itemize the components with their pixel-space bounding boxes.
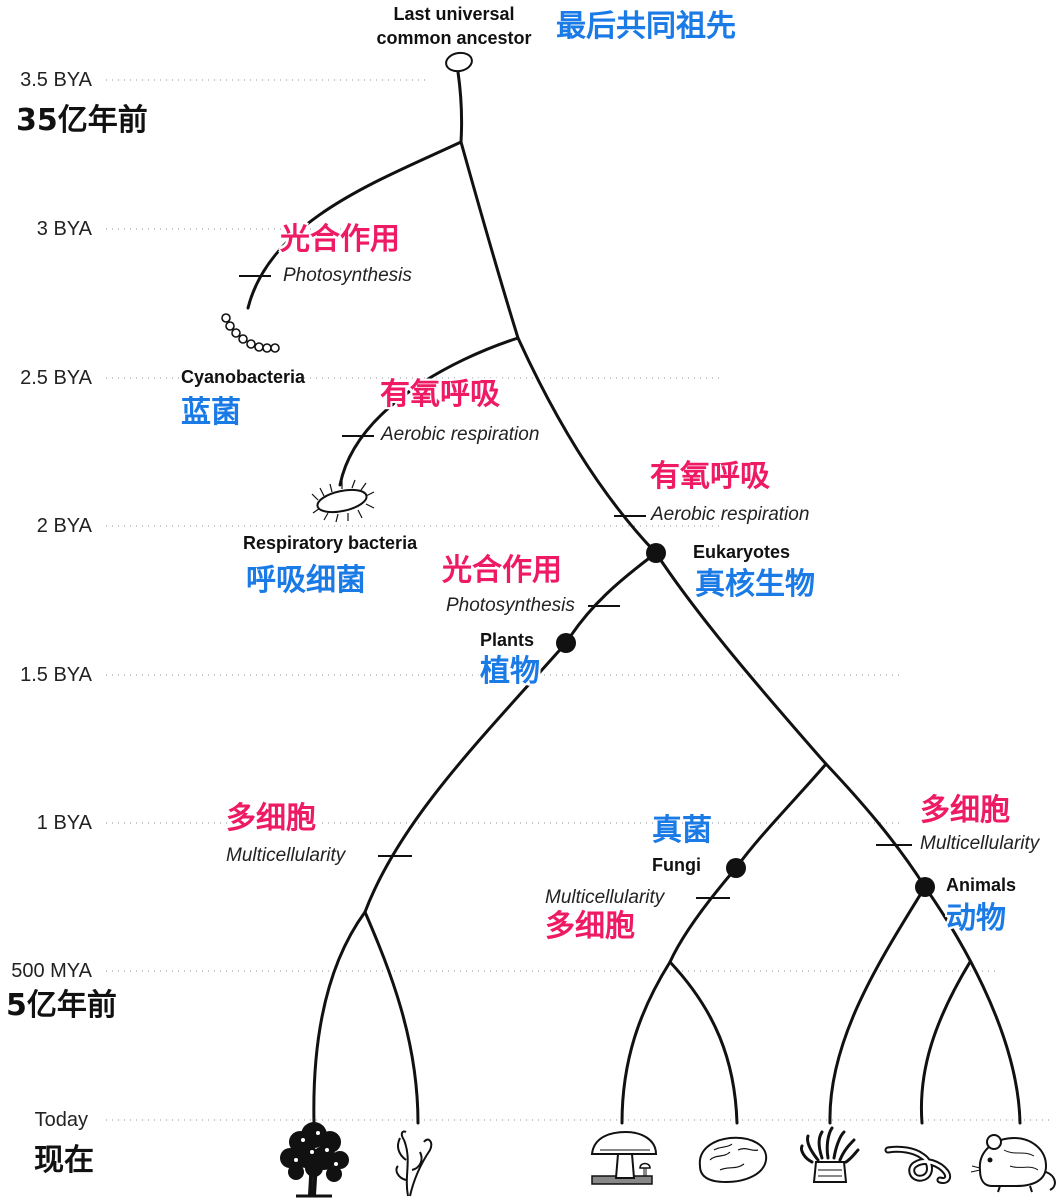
root-label: Last universal common ancestor — [366, 2, 542, 50]
time-label-1-bya: 1 BYA — [37, 813, 92, 833]
trait-aerobic-bacteria-cn: 有氧呼吸 — [380, 380, 500, 410]
time-label-2-bya: 2 BYA — [37, 516, 92, 536]
trait-multicell-fungi: Multicellularity — [545, 888, 664, 907]
eukaryotes-node — [646, 543, 666, 563]
taxon-respiratory-bacteria-cn: 呼吸细菌 — [246, 566, 366, 596]
worm-icon — [888, 1149, 948, 1180]
taxon-cyanobacteria-cn: 蓝菌 — [181, 398, 241, 428]
taxon-eukaryotes: Eukaryotes — [693, 543, 790, 561]
time-label-500-mya: 500 MYA — [11, 961, 92, 981]
trait-photosynthesis-plants-cn: 光合作用 — [442, 556, 562, 586]
fungi-node — [726, 858, 746, 878]
anemone-leaf-branch — [830, 887, 925, 1123]
time-gridlines — [106, 80, 1050, 1120]
time-label-3-bya: 3 BYA — [37, 219, 92, 239]
time-label-today-cn: 现在 — [34, 1146, 94, 1176]
seaweed-icon — [396, 1131, 431, 1196]
tree-leaf-branch — [314, 912, 365, 1123]
time-label-2-5-bya: 2.5 BYA — [20, 368, 92, 388]
cyanobacteria-chain-icon — [222, 314, 279, 352]
trait-aerobic-eukaryote-cn: 有氧呼吸 — [650, 462, 770, 492]
time-label-today: Today — [35, 1110, 88, 1130]
taxon-fungi: Fungi — [652, 856, 701, 874]
taxon-plants: Plants — [480, 631, 534, 649]
root-label-cn: 最后共同祖先 — [556, 12, 736, 42]
worm-leaf-branch — [921, 962, 970, 1123]
taxon-plants-cn: 植物 — [480, 657, 540, 687]
trait-aerobic-bacteria: Aerobic respiration — [381, 425, 539, 444]
mold-icon — [700, 1138, 766, 1182]
sea-anemone-icon — [801, 1128, 858, 1182]
trait-multicell-animals: Multicellularity — [920, 834, 1039, 853]
tree-icon — [280, 1122, 349, 1196]
time-label-3-5-bya-cn: 35亿年前 — [16, 106, 148, 136]
taxon-animals-cn: 动物 — [946, 904, 1006, 934]
taxon-fungi-cn: 真菌 — [652, 816, 712, 846]
trait-photosynthesis-plants: Photosynthesis — [446, 596, 575, 615]
time-label-3-5-bya: 3.5 BYA — [20, 70, 92, 90]
trait-aerobic-eukaryote: Aerobic respiration — [651, 505, 809, 524]
taxon-respiratory-bacteria: Respiratory bacteria — [243, 534, 417, 552]
bacterium-icon — [312, 480, 374, 522]
taxon-cyanobacteria: Cyanobacteria — [181, 368, 305, 386]
trait-multicell-animals-cn: 多细胞 — [920, 796, 1010, 826]
taxon-eukaryotes-cn: 真核生物 — [695, 570, 815, 600]
trait-photosynthesis-cyano: Photosynthesis — [283, 266, 412, 285]
seaweed-leaf-branch — [365, 912, 418, 1123]
taxon-animals: Animals — [946, 876, 1016, 894]
mold-leaf-branch — [670, 962, 737, 1123]
trait-multicell-plants-cn: 多细胞 — [226, 804, 316, 834]
mushroom-icon — [592, 1132, 656, 1184]
cell-oval-icon — [445, 51, 474, 73]
time-label-500-mya-cn: 5亿年前 — [6, 991, 117, 1021]
fungi-branch — [736, 764, 826, 868]
trait-photosynthesis-cyano-cn: 光合作用 — [280, 225, 400, 255]
trait-multicell-plants: Multicellularity — [226, 846, 345, 865]
plants-node — [556, 633, 576, 653]
mouse-icon — [971, 1135, 1055, 1192]
time-label-1-5-bya: 1.5 BYA — [20, 665, 92, 685]
trait-multicell-fungi-cn: 多细胞 — [545, 912, 635, 942]
animals-node — [915, 877, 935, 897]
